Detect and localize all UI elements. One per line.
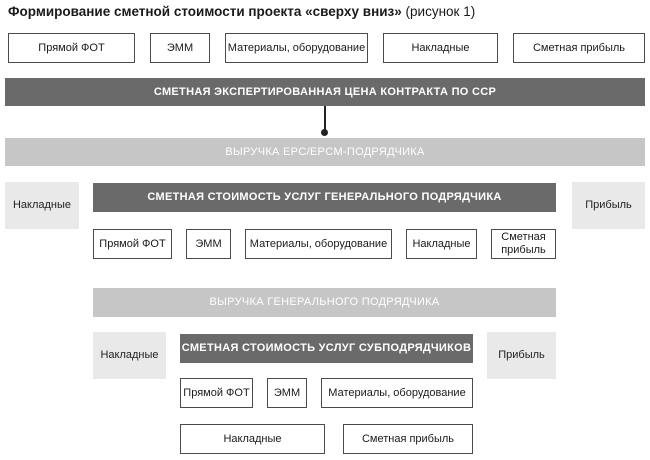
- level2-profit: Прибыль: [572, 182, 645, 229]
- gc-revenue-bar: ВЫРУЧКА ГЕНЕРАЛЬНОГО ПОДРЯДЧИКА: [93, 288, 556, 317]
- level3-materials: Материалы, оборудование: [321, 378, 473, 408]
- level3-direct-payroll: Прямой ФОТ: [180, 378, 253, 408]
- level2-overhead: Накладные: [5, 182, 79, 229]
- level3-estimated-profit: Сметная прибыль: [343, 424, 473, 454]
- row1-emm: ЭММ: [150, 33, 210, 63]
- level3-overhead: Накладные: [93, 332, 166, 379]
- epc-revenue-bar: ВЫРУЧКА EPC/EPCM-ПОДРЯДЧИКА: [5, 138, 645, 166]
- level2-direct-payroll: Прямой ФОТ: [93, 229, 172, 259]
- level2-gc-services-cost: СМЕТНАЯ СТОИМОСТЬ УСЛУГ ГЕНЕРАЛЬНОГО ПОД…: [93, 183, 556, 212]
- level2-overhead-item: Накладные: [406, 229, 477, 259]
- level2-materials: Материалы, оборудование: [245, 229, 392, 259]
- figure-title-bold: Формирование сметной стоимости проекта «…: [8, 4, 402, 19]
- level2-estimated-profit: Сметная прибыль: [491, 229, 556, 259]
- ssr-contract-price-bar: СМЕТНАЯ ЭКСПЕРТИРОВАННАЯ ЦЕНА КОНТРАКТА …: [5, 78, 645, 106]
- level3-subcontractor-cost: СМЕТНАЯ СТОИМОСТЬ УСЛУГ СУБПОДРЯДЧИКОВ: [180, 334, 473, 363]
- level3-emm: ЭММ: [267, 378, 307, 408]
- row1-direct-payroll: Прямой ФОТ: [8, 33, 135, 63]
- level3-profit: Прибыль: [487, 332, 556, 379]
- figure-title: Формирование сметной стоимости проекта «…: [8, 4, 475, 19]
- level3-overhead-item: Накладные: [180, 424, 325, 454]
- connector-dot: [321, 129, 328, 136]
- row1-materials: Материалы, оборудование: [225, 33, 368, 63]
- figure-title-note: (рисунок 1): [405, 4, 476, 19]
- row1-estimated-profit: Сметная прибыль: [513, 33, 645, 63]
- level2-emm: ЭММ: [186, 229, 231, 259]
- connector-line: [324, 106, 326, 133]
- row1-overhead: Накладные: [383, 33, 498, 63]
